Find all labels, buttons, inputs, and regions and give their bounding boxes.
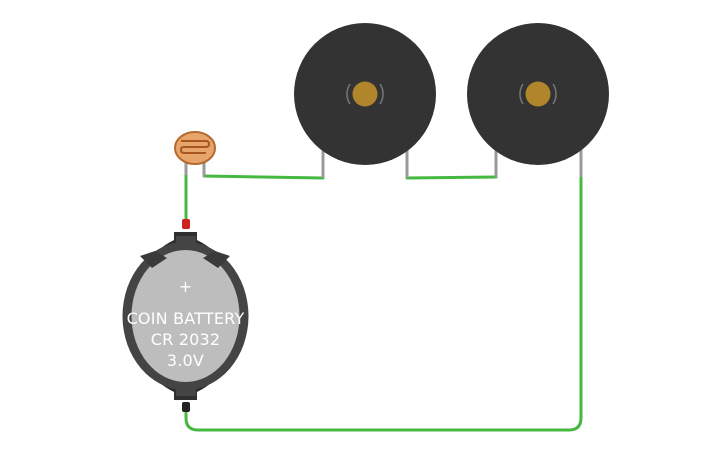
piezo-buzzer-1[interactable] <box>294 23 436 178</box>
battery-cell-face <box>131 250 240 382</box>
battery-label-line-3: 3.0V <box>167 351 204 370</box>
battery-label-line-2: CR 2032 <box>151 330 221 349</box>
buzzer-2-ring-left <box>519 83 524 105</box>
wire-ldr-to-buzzer-1[interactable] <box>202 174 325 180</box>
battery-positive-terminal <box>182 219 190 229</box>
wire-buzzer-1-to-buzzer-2[interactable] <box>405 175 498 180</box>
wires <box>184 170 583 432</box>
battery-tab-top-right <box>203 251 230 268</box>
buzzer-1-center <box>352 81 378 107</box>
photoresistor-track <box>179 140 211 154</box>
buzzer-2-ring-right <box>552 83 557 105</box>
buzzer-1-ring-left <box>346 83 351 105</box>
buzzer-1-ring-right <box>379 83 384 105</box>
battery-tab-top <box>140 251 167 268</box>
battery-negative-terminal <box>182 402 190 412</box>
buzzer-2-center <box>525 81 551 107</box>
battery-clip-top <box>176 236 196 248</box>
wire-buzzer-2-to-battery[interactable] <box>184 175 583 432</box>
piezo-buzzer-2[interactable] <box>467 23 609 177</box>
coin-battery[interactable]: + COIN BATTERY CR 2032 3.0V <box>122 219 249 412</box>
battery-label-line-1: COIN BATTERY <box>127 309 245 328</box>
battery-plus-symbol: + <box>179 277 193 296</box>
battery-clip-bottom <box>176 384 196 396</box>
photoresistor[interactable] <box>174 131 216 177</box>
